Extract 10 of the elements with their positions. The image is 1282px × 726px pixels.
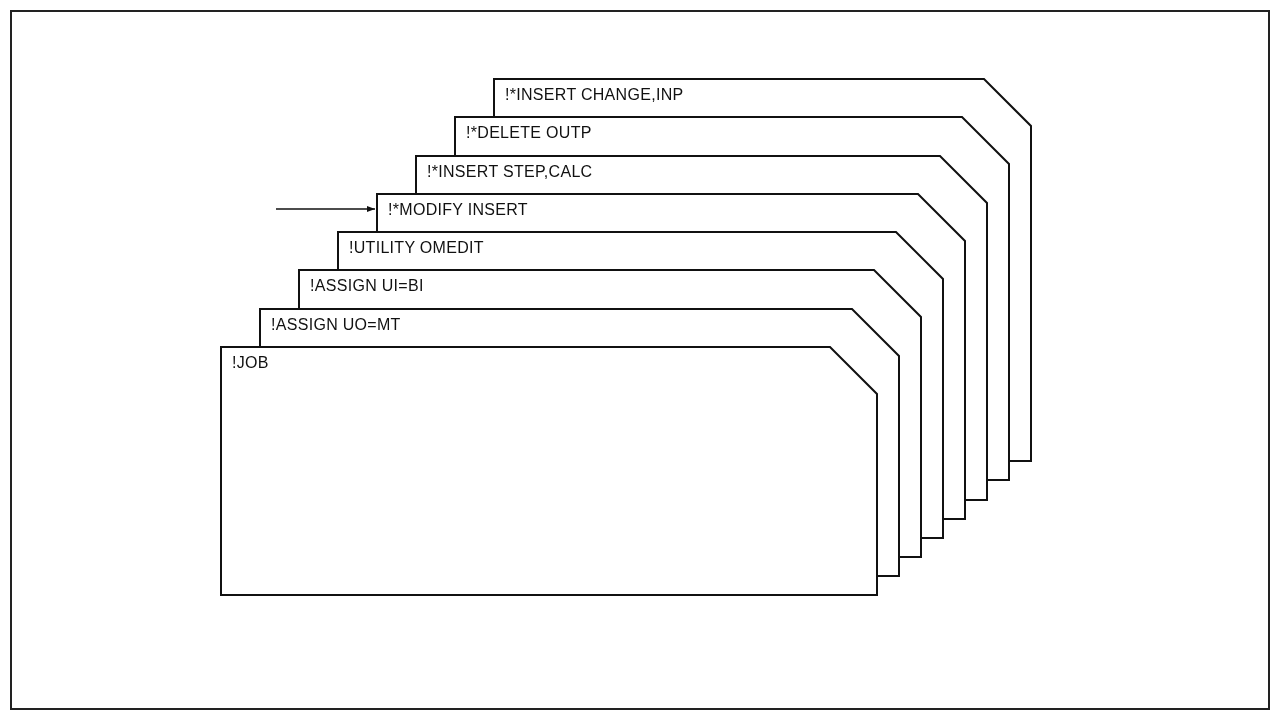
command-text: !*MODIFY INSERT	[388, 201, 528, 219]
command-text: !UTILITY OMEDIT	[349, 239, 484, 257]
command-text: !JOB	[232, 354, 269, 372]
command-text: !ASSIGN UO=MT	[271, 316, 401, 334]
arrow	[275, 206, 376, 212]
command-text: !*DELETE OUTP	[466, 124, 592, 142]
command-text: !*INSERT STEP,CALC	[427, 163, 593, 181]
command-text: !*INSERT CHANGE,INP	[505, 86, 684, 104]
punch-card	[220, 346, 878, 596]
command-text: !ASSIGN UI=BI	[310, 277, 424, 295]
